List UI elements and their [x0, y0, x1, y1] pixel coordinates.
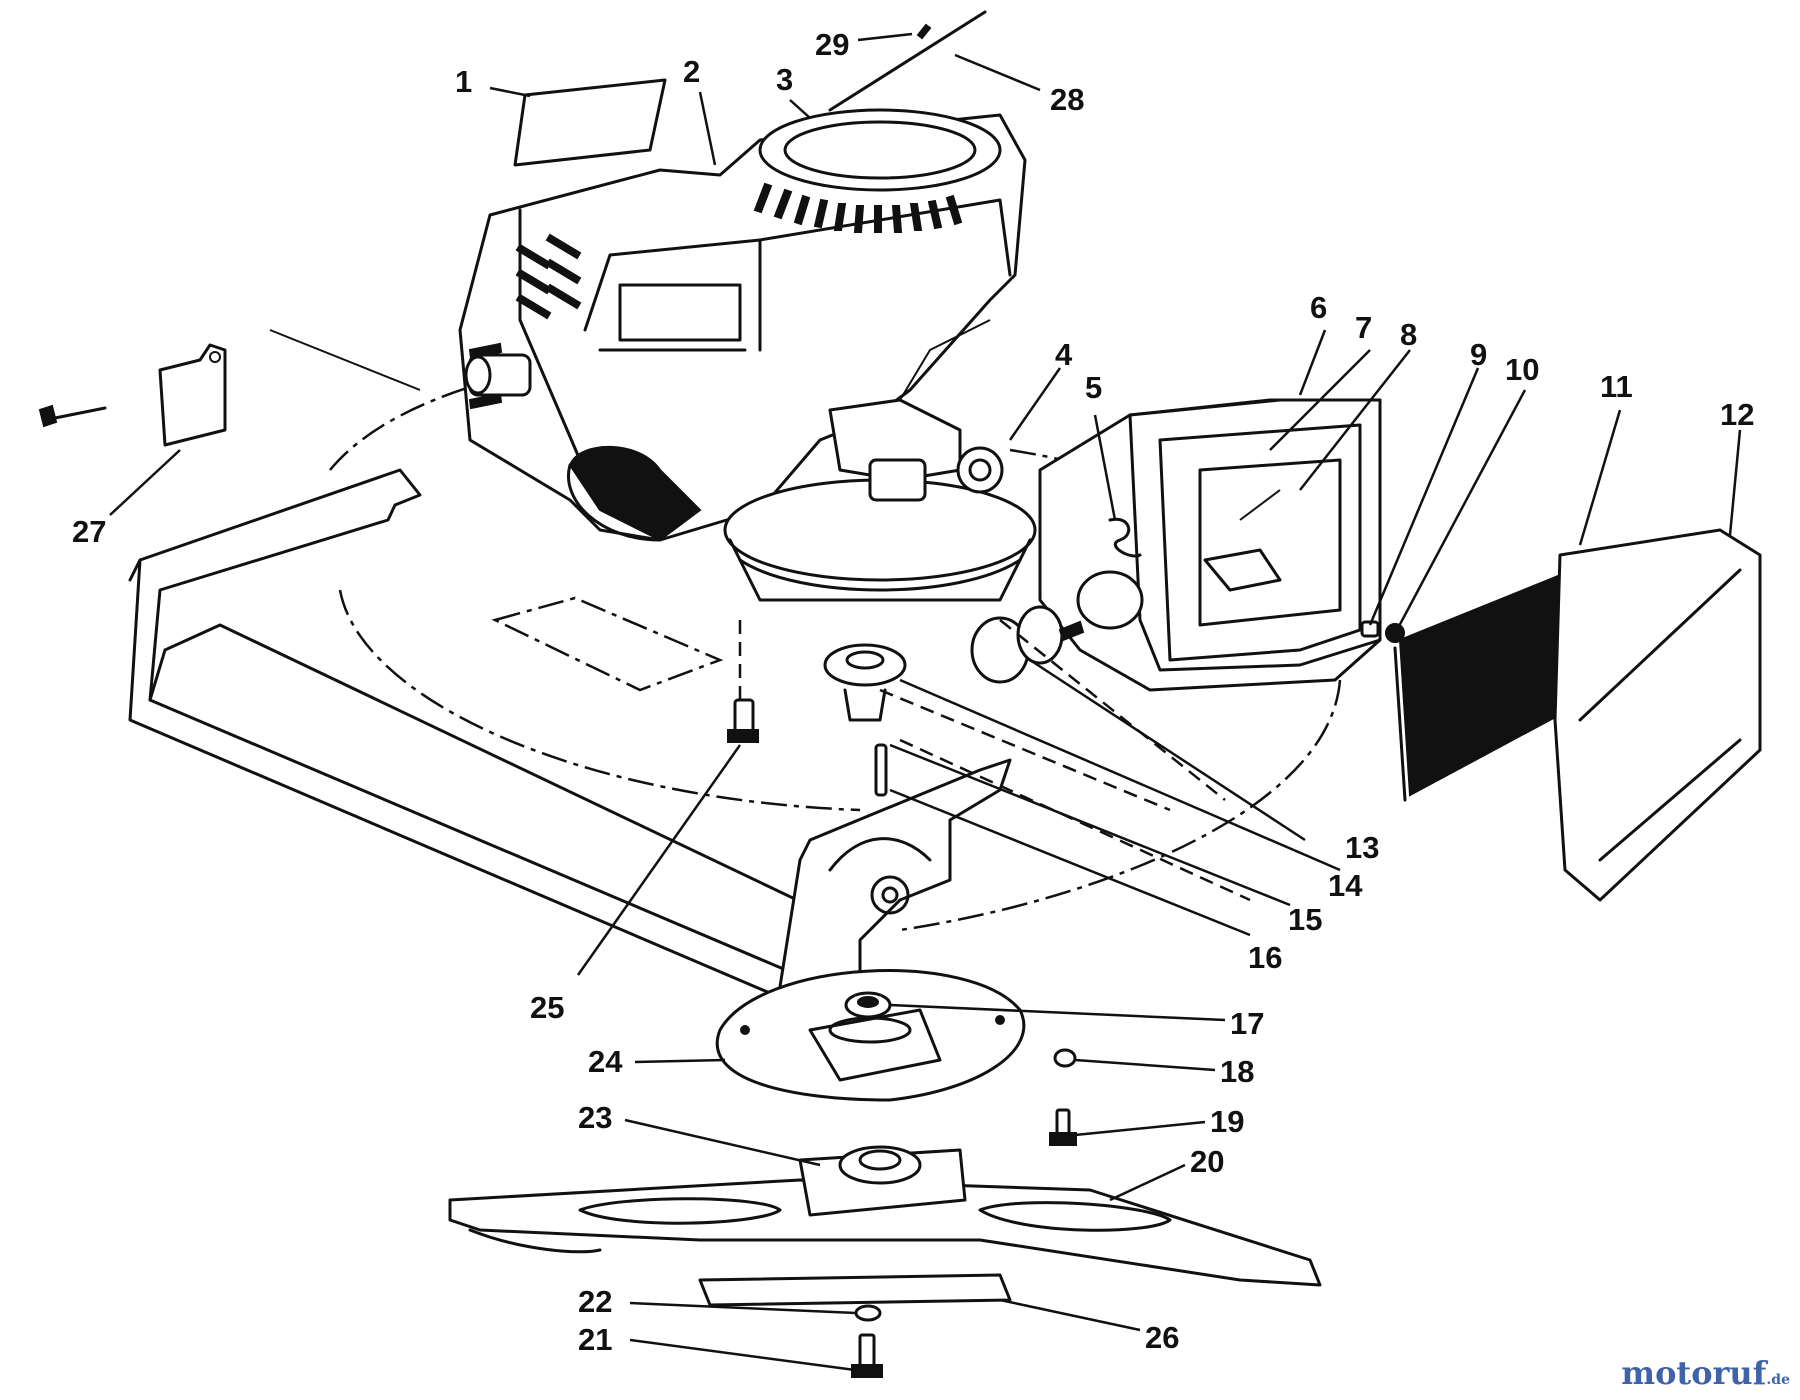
- part-27-bracket: [38, 343, 227, 447]
- part-29-clip: [916, 23, 932, 40]
- callout-29: 29: [815, 27, 849, 62]
- leader-lines: [109, 32, 1742, 1372]
- part-25-bolt: [727, 698, 759, 743]
- part-21-bolt: [851, 1333, 883, 1378]
- callout-21: 21: [578, 1322, 612, 1357]
- callout-27: 27: [72, 514, 106, 549]
- callout-13: 13: [1345, 830, 1379, 865]
- callout-20: 20: [1190, 1144, 1224, 1179]
- engine: [458, 108, 1037, 602]
- callout-15: 15: [1288, 902, 1322, 937]
- part-18-washer: [1053, 1048, 1077, 1068]
- callout-23: 23: [578, 1100, 612, 1135]
- callout-12: 12: [1720, 397, 1754, 432]
- part-20-blade: [448, 1178, 1322, 1307]
- part-10-nut: [1385, 623, 1405, 643]
- callout-3: 3: [776, 62, 793, 97]
- part-1-decal: [513, 78, 667, 167]
- callout-25: 25: [530, 990, 564, 1025]
- callout-19: 19: [1210, 1104, 1244, 1139]
- callout-2: 2: [683, 54, 700, 89]
- part-19-screw: [1049, 1108, 1077, 1146]
- callout-16: 16: [1248, 940, 1282, 975]
- watermark-suffix: .de: [1766, 1372, 1790, 1388]
- part-22-washer: [854, 1304, 882, 1322]
- callout-6: 6: [1310, 290, 1327, 325]
- part-14-adapter: [823, 643, 907, 722]
- part-12-cover: [1553, 528, 1762, 902]
- callout-7: 7: [1355, 310, 1372, 345]
- callout-4: 4: [1055, 337, 1073, 372]
- part-6-air-cleaner-housing: [1038, 398, 1382, 692]
- callout-24: 24: [588, 1044, 623, 1079]
- callout-26: 26: [1145, 1320, 1179, 1355]
- callout-1: 1: [455, 64, 472, 99]
- callout-10: 10: [1505, 352, 1539, 387]
- callout-14: 14: [1328, 868, 1363, 903]
- callout-5: 5: [1085, 370, 1102, 405]
- part-28-dipstick: [828, 10, 987, 112]
- part-23-blade-adapter: [798, 1145, 967, 1217]
- callout-9: 9: [1470, 337, 1487, 372]
- callout-22: 22: [578, 1284, 612, 1319]
- part-13-primer-bulb: [970, 605, 1085, 684]
- part-17-bolt: [844, 991, 892, 1019]
- watermark-main: motoruf: [1621, 1354, 1767, 1392]
- watermark-logo: motoruf.de: [1621, 1354, 1790, 1392]
- callout-17: 17: [1230, 1006, 1264, 1041]
- callout-18: 18: [1220, 1054, 1254, 1089]
- callout-28: 28: [1050, 82, 1084, 117]
- part-5-clip: [1108, 517, 1142, 558]
- part-16-key: [874, 743, 888, 797]
- callout-labels: 1 2 3 4 5 6 7 8 9 10 11 12 13 14 15 16 1…: [72, 27, 1754, 1357]
- callout-11: 11: [1600, 369, 1633, 404]
- callout-8: 8: [1400, 317, 1417, 352]
